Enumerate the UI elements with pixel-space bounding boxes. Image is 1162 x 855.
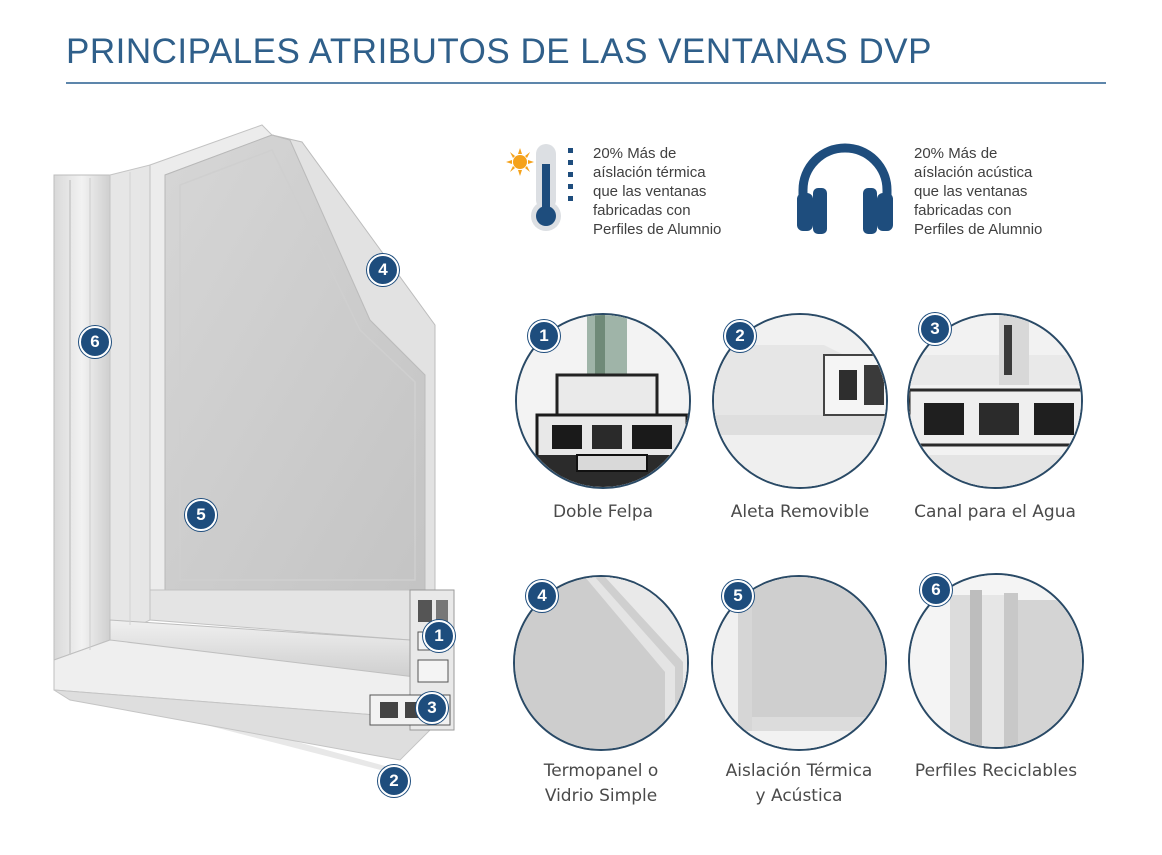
detail-circle-canal-agua [907,313,1083,489]
caption-canal-agua: Canal para el Agua [914,502,1076,522]
callout-badge-5: 5 [185,499,217,531]
title-divider [66,82,1106,84]
detail-badge-1: 1 [528,320,560,352]
caption-doble-felpa: Doble Felpa [552,502,654,522]
callout-badge-3: 3 [416,692,448,724]
caption-termopanel: Termopanel o Vidrio Simple [543,761,659,806]
detail-circle-perfiles [908,573,1084,749]
detail-badge-6: 6 [920,574,952,606]
thermal-feature-text: 20% Más de aíslación térmica que las ven… [593,145,722,238]
headphones-icon [793,138,897,238]
acoustic-feature-text: 20% Más de aíslación acústica que las ve… [914,145,1043,238]
callout-badge-6: 6 [79,326,111,358]
page-title: PRINCIPALES ATRIBUTOS DE LAS VENTANAS DV… [66,32,932,71]
caption-aislacion: Aislación Térmica y Acústica [725,761,873,806]
caption-perfiles: Perfiles Reciclables [914,761,1078,781]
caption-aleta-removible: Aleta Removible [730,502,870,522]
detail-badge-4: 4 [526,580,558,612]
detail-badge-5: 5 [722,580,754,612]
callout-badge-4: 4 [367,254,399,286]
detail-badge-3: 3 [919,313,951,345]
thermometer-sun-icon [506,140,584,235]
callout-badge-1: 1 [423,620,455,652]
callout-badge-2: 2 [378,765,410,797]
window-illustration [40,120,480,810]
detail-badge-2: 2 [724,320,756,352]
